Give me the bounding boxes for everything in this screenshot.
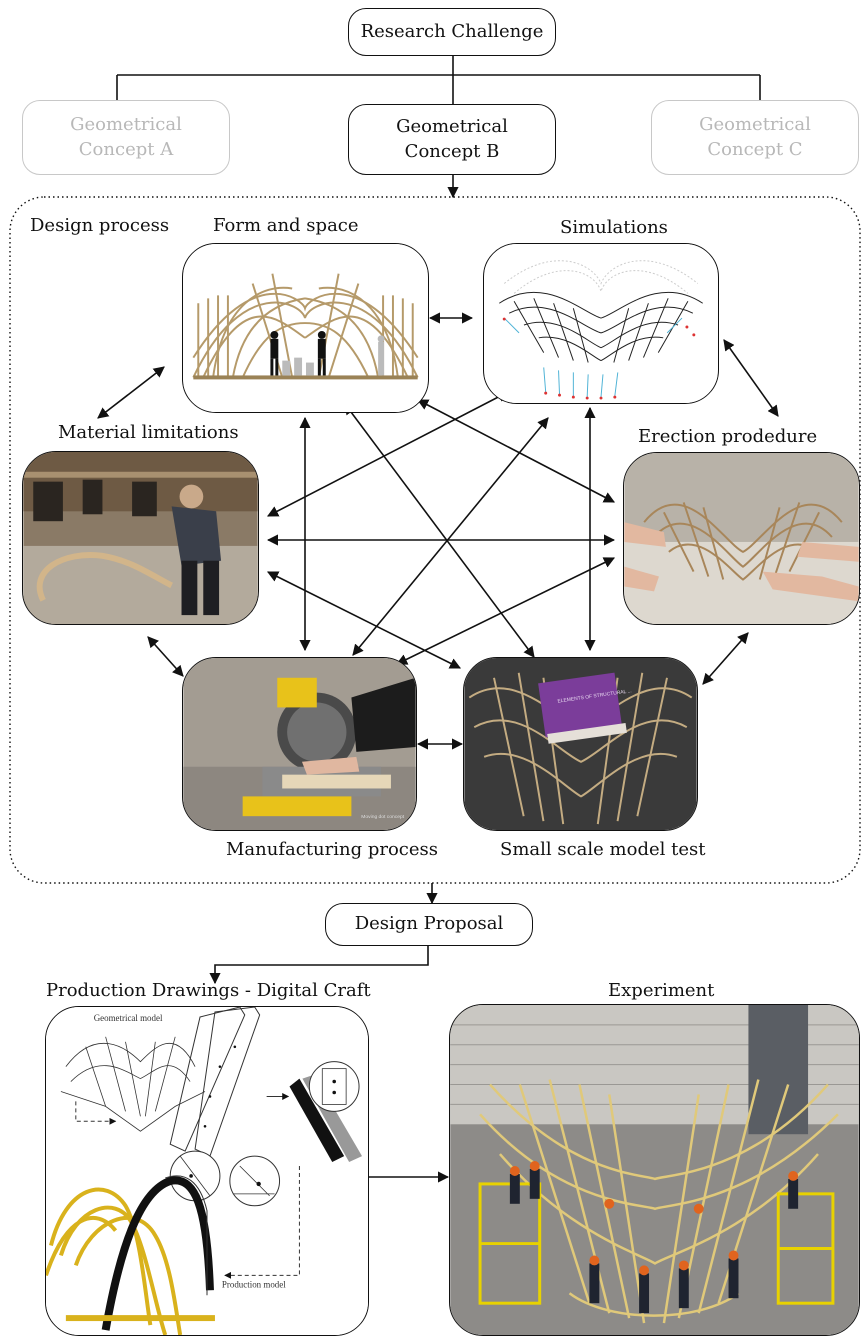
concept-c-box: Geometrical Concept C (651, 100, 859, 175)
form-and-space-label: Form and space (213, 215, 359, 236)
design-process-title: Design process (30, 215, 170, 236)
production-drawings-label: Production Drawings - Digital Craft (46, 980, 371, 1001)
erection-procedure-label: Erection prodedure (638, 426, 818, 447)
small-scale-model-test-label: Small scale model test (500, 839, 706, 860)
experiment-label: Experiment (608, 980, 715, 1001)
concept-b-box: Geometrical Concept B (348, 104, 556, 175)
design-process-frame (9, 196, 861, 884)
simulations-label: Simulations (560, 217, 668, 238)
svg-text:Geometrical model: Geometrical model (94, 1013, 163, 1023)
experiment-photo (449, 1004, 860, 1336)
production-drawings-image: Geometrical model Production model (45, 1006, 369, 1336)
concept-a-box: Geometrical Concept A (22, 100, 230, 175)
erection-procedure-photo (623, 452, 860, 625)
svg-text:Moving dot concept: Moving dot concept (361, 814, 404, 820)
form-and-space-image (182, 243, 429, 413)
design-proposal-box: Design Proposal (325, 903, 533, 946)
material-limitations-label: Material limitations (58, 422, 239, 443)
simulations-image (483, 243, 719, 404)
research-challenge-box: Research Challenge (348, 8, 556, 56)
material-limitations-photo (22, 451, 259, 625)
svg-text:Production model: Production model (222, 1279, 286, 1289)
manufacturing-process-photo: Moving dot concept (182, 657, 417, 831)
manufacturing-process-label: Manufacturing process (226, 839, 439, 860)
small-scale-model-photo: ELEMENTS OF STRUCTURAL ... (463, 657, 698, 831)
